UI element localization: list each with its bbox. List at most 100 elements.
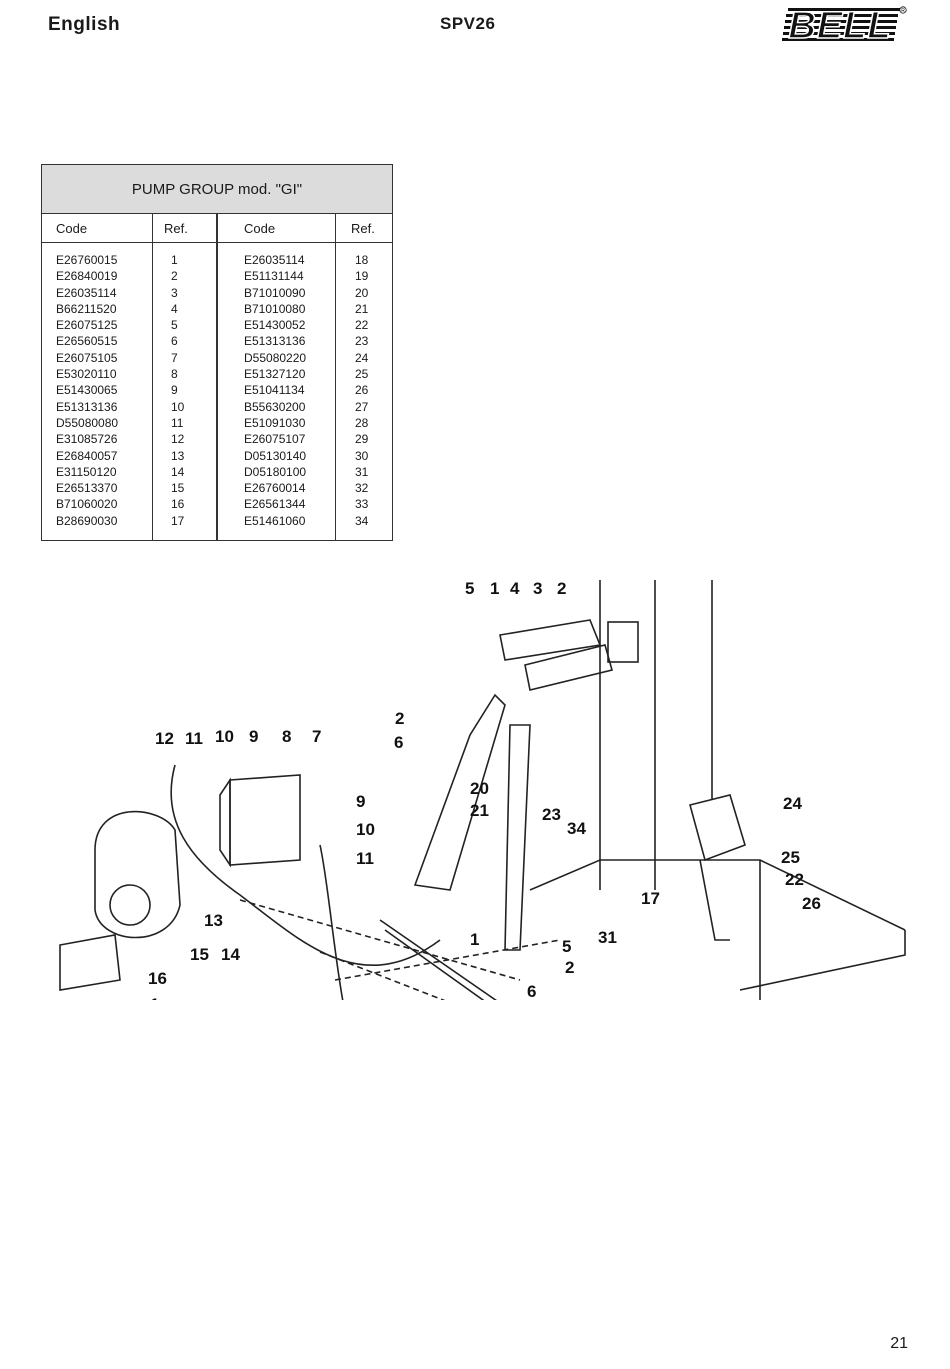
col-header-code-2: Code	[244, 221, 276, 236]
part-code: E51131144	[244, 269, 304, 284]
part-code: E51313136	[244, 334, 306, 349]
part-code: D05180100	[244, 464, 307, 479]
part-code: E26840019	[56, 269, 118, 284]
part-code: D55080220	[244, 350, 307, 365]
callout-label: 17	[641, 889, 660, 908]
part-code: E26760014	[244, 481, 306, 496]
table-row: E31150120 14 D05180100 31	[42, 464, 392, 480]
table-row: E26840019 2 E51131144 19	[42, 268, 392, 284]
part-ref: 3	[171, 285, 178, 300]
callout-label: 5	[465, 579, 474, 598]
part-ref: 10	[171, 399, 185, 414]
callout-label: 3	[533, 579, 542, 598]
callout-label: 4	[510, 579, 520, 598]
svg-text:R: R	[901, 8, 905, 14]
part-code: E26075125	[56, 318, 118, 333]
part-ref: 4	[171, 301, 178, 316]
callout-label: 2	[557, 579, 566, 598]
part-code: E51327120	[244, 367, 306, 382]
part-code: B66211520	[56, 301, 117, 316]
callout-label: 1	[490, 579, 499, 598]
callout-label: 6	[527, 982, 536, 1000]
part-code: E26035114	[56, 285, 117, 300]
part-ref: 19	[355, 269, 369, 284]
callout-label: 22	[785, 870, 804, 889]
part-ref: 31	[355, 464, 369, 479]
part-ref: 22	[355, 318, 369, 333]
part-code: E26035114	[244, 253, 305, 267]
part-ref: 1	[171, 253, 178, 267]
callout-label: 10	[215, 727, 234, 746]
callout-label: 9	[356, 792, 365, 811]
callout-label: 14	[221, 945, 240, 964]
part-ref: 5	[171, 318, 178, 333]
callout-label: 1	[150, 995, 159, 1000]
callout-label: 25	[781, 848, 800, 867]
part-code: E26560515	[56, 334, 118, 349]
callout-label: 6	[394, 733, 403, 752]
page-number: 21	[890, 1335, 908, 1352]
part-ref: 26	[355, 383, 369, 398]
part-code: E26840057	[56, 448, 118, 463]
part-code: B71060020	[56, 497, 118, 512]
callout-label: 8	[282, 727, 291, 746]
part-code: B71010080	[244, 301, 306, 316]
part-code: B71010090	[244, 285, 306, 300]
part-ref: 33	[355, 497, 369, 512]
table-title: PUMP GROUP mod. "GI"	[42, 165, 392, 214]
part-ref: 12	[171, 432, 185, 447]
callout-label: 7	[312, 727, 321, 746]
col-header-code-1: Code	[56, 221, 88, 236]
callout-label: 20	[470, 779, 489, 798]
part-code: E51430052	[244, 318, 306, 333]
part-code: E51313136	[56, 399, 118, 414]
part-ref: 30	[355, 448, 369, 463]
callout-label: 13	[204, 911, 223, 930]
table-divider	[216, 214, 218, 540]
part-code: E31150120	[56, 464, 117, 479]
callout-label: 31	[598, 928, 617, 947]
part-ref: 34	[355, 513, 369, 528]
callout-label: 12	[155, 729, 174, 748]
part-ref: 27	[355, 399, 369, 414]
part-ref: 32	[355, 481, 369, 496]
bell-logo: BELL R	[782, 4, 907, 46]
callout-label: 2	[565, 958, 574, 977]
part-code: E53020110	[56, 367, 117, 382]
part-ref: 14	[171, 464, 185, 479]
table-row: E51313136 10 B55630200 27	[42, 399, 392, 415]
document-model: SPV26	[440, 14, 496, 33]
callout-label: 11	[185, 729, 203, 748]
part-ref: 6	[171, 334, 178, 349]
part-code: B55630200	[244, 399, 306, 414]
callout-label: 11	[356, 849, 374, 868]
part-ref: 15	[171, 481, 185, 496]
callout-label: 2	[395, 709, 404, 728]
part-code: D05130140	[244, 448, 307, 463]
callout-label: 15	[190, 945, 209, 964]
part-code: E26075107	[244, 432, 306, 447]
callout-label: 1	[470, 930, 479, 949]
table-divider	[152, 214, 153, 540]
part-ref: 18	[355, 253, 369, 267]
part-code: D55080080	[56, 415, 119, 430]
callout-label: 10	[356, 820, 375, 839]
callout-label: 9	[249, 727, 258, 746]
part-ref: 2	[171, 269, 178, 284]
part-ref: 24	[355, 350, 369, 365]
pump-group-exploded-diagram: 1112223455667899101011111213141516171819…	[59, 579, 906, 1000]
part-ref: 11	[171, 415, 184, 430]
